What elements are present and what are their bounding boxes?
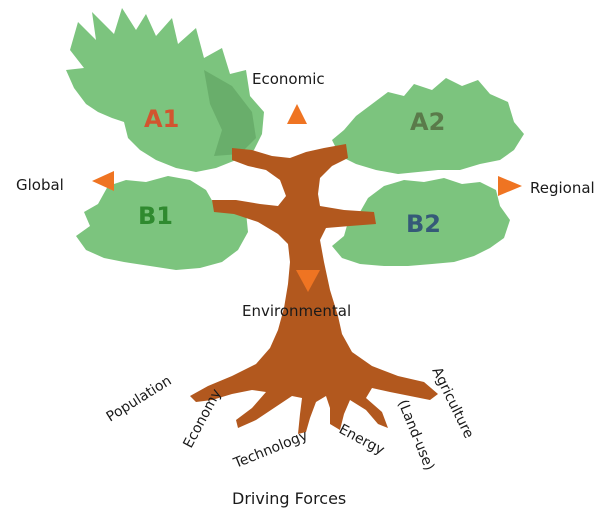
scenario-a1-label: A1 bbox=[144, 105, 179, 133]
root-land-use-label: (Land-use) bbox=[394, 398, 437, 473]
driving-forces-caption: Driving Forces bbox=[232, 489, 346, 508]
root-technology-label: Technology bbox=[231, 427, 311, 472]
foliage-b2 bbox=[332, 178, 510, 266]
tree-trunk bbox=[190, 144, 438, 434]
scenario-b1-label: B1 bbox=[138, 202, 173, 230]
scenario-b2-label: B2 bbox=[406, 210, 441, 238]
root-population-label: Population bbox=[104, 373, 175, 426]
arrow-global bbox=[92, 171, 114, 191]
axis-global-label: Global bbox=[16, 176, 64, 194]
axis-economic-label: Economic bbox=[252, 70, 325, 88]
root-energy-label: Energy bbox=[336, 421, 387, 458]
foliage-a2 bbox=[332, 78, 524, 174]
axis-regional-label: Regional bbox=[530, 179, 595, 197]
foliage-b1 bbox=[76, 176, 248, 270]
arrow-economic bbox=[287, 104, 307, 124]
arrow-environmental bbox=[296, 270, 320, 292]
foliage-a1 bbox=[66, 8, 264, 172]
foliage-a1-shade bbox=[204, 70, 256, 156]
scenario-a2-label: A2 bbox=[410, 108, 445, 136]
axis-environmental-label: Environmental bbox=[242, 302, 351, 320]
arrow-regional bbox=[498, 176, 522, 196]
root-agriculture-label: Agriculture bbox=[428, 365, 476, 441]
